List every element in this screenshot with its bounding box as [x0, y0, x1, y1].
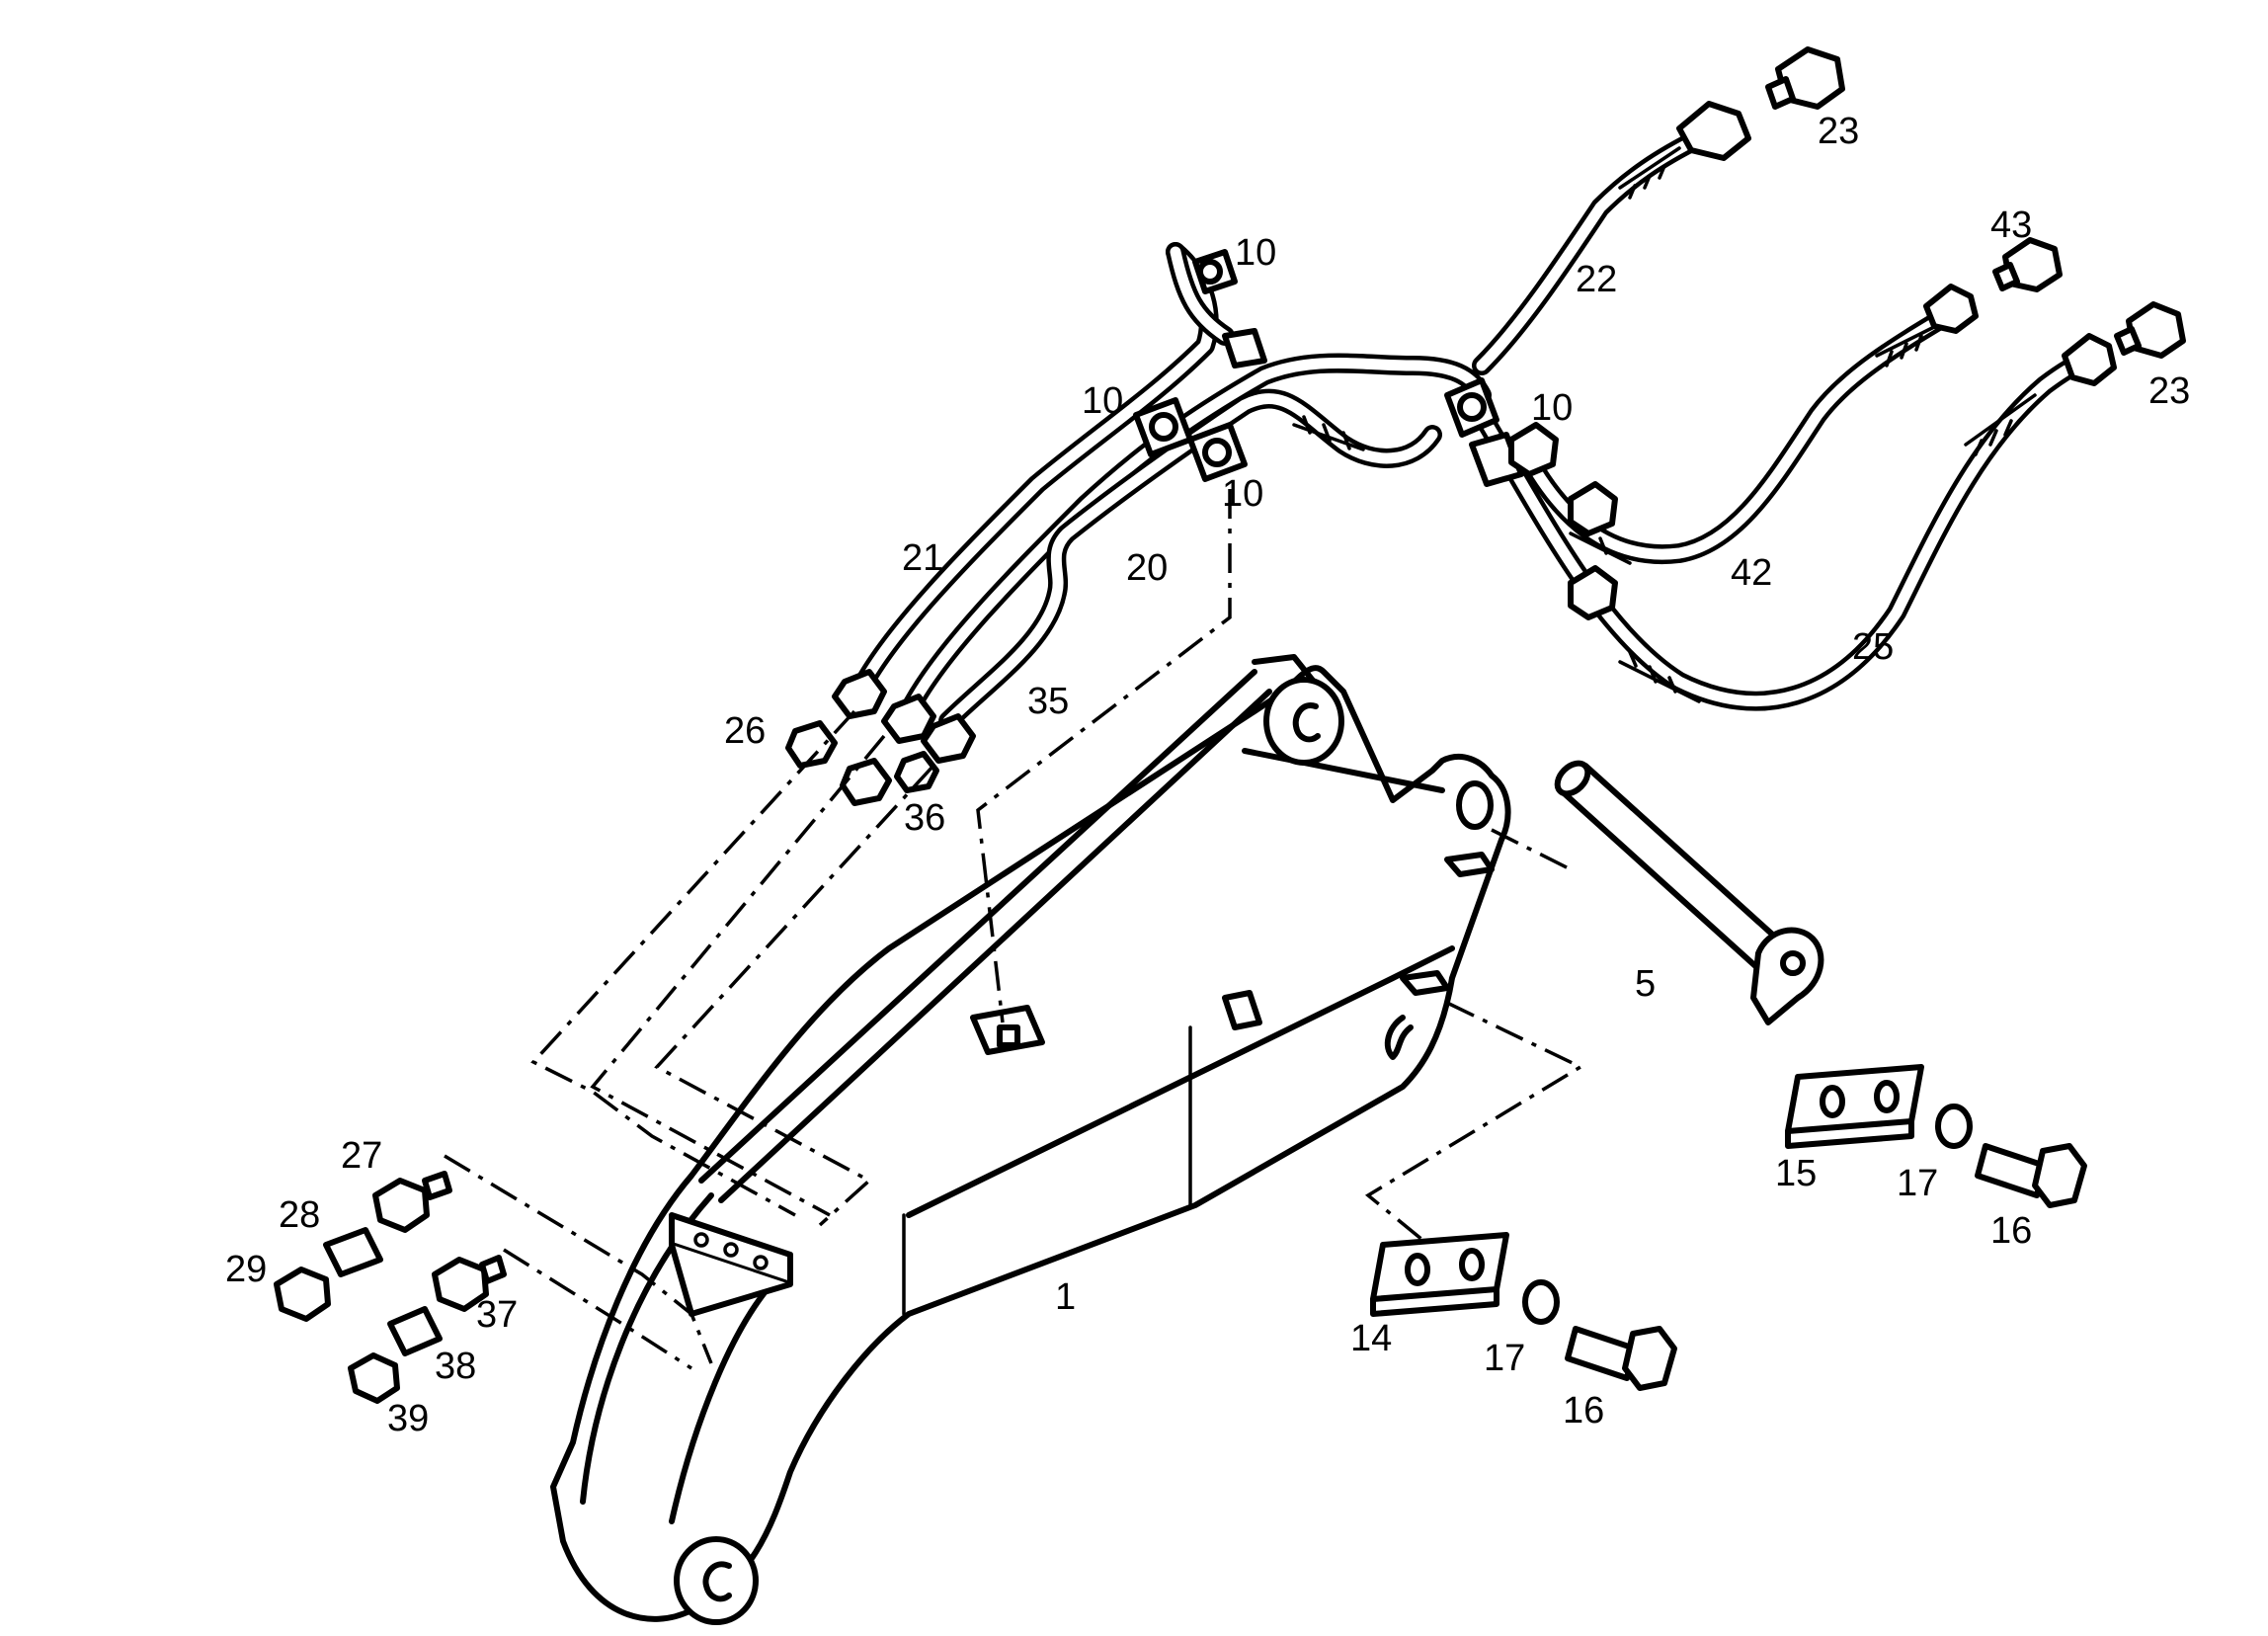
callout-39: 39: [387, 1398, 429, 1439]
callout-23b: 23: [2148, 370, 2190, 412]
callout-1: 1: [1055, 1276, 1076, 1318]
callout-20: 20: [1126, 547, 1168, 589]
callout-5: 5: [1635, 963, 1656, 1005]
callout-10b: 10: [1082, 380, 1123, 422]
fitting-27: [372, 1171, 452, 1233]
callout-38: 38: [435, 1346, 476, 1387]
callout-10c: 10: [1222, 473, 1263, 515]
clamp-10-top: [1192, 249, 1267, 368]
callout-17a: 17: [1897, 1163, 1938, 1204]
callout-43: 43: [1990, 204, 2032, 246]
bolts-16: [1565, 1143, 2087, 1391]
fitting-28: [323, 1227, 383, 1277]
callouts: 1 5 10 10 10 10 14 15 16 16 17 17 20 21 …: [225, 111, 2190, 1439]
fitting-37: [432, 1255, 507, 1312]
callout-25: 25: [1852, 626, 1894, 668]
callout-37: 37: [476, 1294, 518, 1336]
plate-14: [1370, 1232, 1509, 1317]
washers-17: [1522, 1104, 1973, 1325]
callout-16b: 16: [1563, 1390, 1604, 1432]
boom: [550, 654, 1511, 1625]
callout-23a: 23: [1818, 111, 1859, 152]
leader-lines: [444, 489, 1584, 1370]
callout-27: 27: [341, 1135, 382, 1177]
clamp-10-mid: [1187, 422, 1248, 482]
callout-36: 36: [904, 797, 945, 839]
fittings: [274, 46, 2186, 1404]
callout-35: 35: [1027, 681, 1069, 722]
callout-16a: 16: [1990, 1210, 2032, 1252]
callout-22: 22: [1576, 259, 1617, 300]
pipe-clamps: [1133, 249, 1524, 487]
callout-26: 26: [724, 710, 766, 752]
callout-17b: 17: [1484, 1338, 1525, 1379]
clamp-10-right: [1444, 377, 1524, 487]
callout-28: 28: [279, 1194, 320, 1236]
plug-23-top: [1765, 46, 1845, 110]
plug-23-right: [2114, 301, 2186, 359]
callout-42: 42: [1731, 552, 1772, 594]
callout-14: 14: [1350, 1318, 1392, 1359]
fitting-38: [387, 1306, 443, 1356]
plug-43: [1992, 237, 2063, 292]
callout-10d: 10: [1531, 387, 1573, 429]
callout-29: 29: [225, 1249, 267, 1290]
nut-29: [274, 1267, 331, 1322]
callout-15: 15: [1775, 1153, 1817, 1194]
callout-21: 21: [902, 537, 943, 579]
callout-10a: 10: [1235, 232, 1276, 274]
plate-15: [1785, 1064, 1924, 1149]
pin-5: [1554, 760, 1824, 1025]
nut-39: [348, 1352, 400, 1404]
